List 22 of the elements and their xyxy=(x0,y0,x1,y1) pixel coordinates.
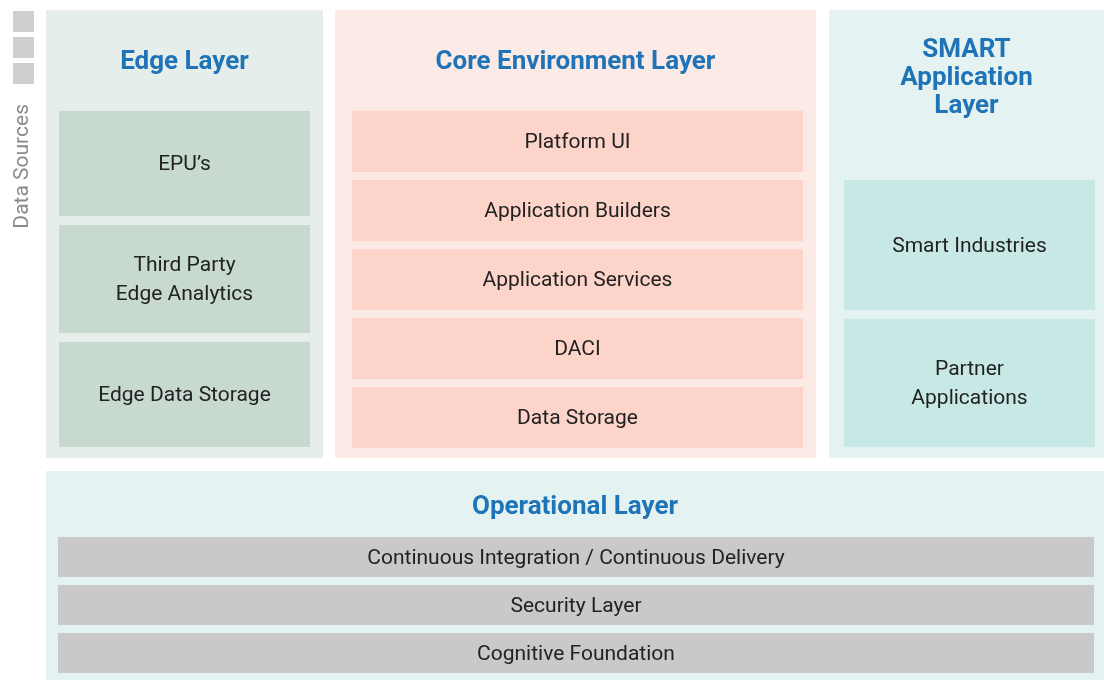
layer-panel xyxy=(829,10,1104,458)
component-block: Application Builders xyxy=(352,180,803,241)
component-block: DACI xyxy=(352,318,803,379)
component-block: Third Party Edge Analytics xyxy=(59,225,310,333)
layer-title: SMART Application Layer xyxy=(899,34,1034,118)
component-block: Edge Data Storage xyxy=(59,342,310,447)
component-block: Smart Industries xyxy=(844,180,1095,310)
component-block: Platform UI xyxy=(352,111,803,172)
side-label: Data Sources xyxy=(9,104,33,229)
layer-panel xyxy=(46,471,1104,680)
component-block: Data Storage xyxy=(352,387,803,448)
layer-title: Operational Layer xyxy=(470,491,680,519)
layer-title: Core Environment Layer xyxy=(434,46,717,74)
component-block: EPU’s xyxy=(59,111,310,216)
layer-panel xyxy=(46,10,323,458)
component-block: Continuous Integration / Continuous Delivery xyxy=(58,537,1094,577)
component-block: Application Services xyxy=(352,249,803,310)
component-block: Partner Applications xyxy=(844,319,1095,447)
component-block: Cognitive Foundation xyxy=(58,633,1094,673)
component-block: Security Layer xyxy=(58,585,1094,625)
layer-title: Edge Layer xyxy=(119,46,250,74)
layer-panel xyxy=(335,10,816,458)
